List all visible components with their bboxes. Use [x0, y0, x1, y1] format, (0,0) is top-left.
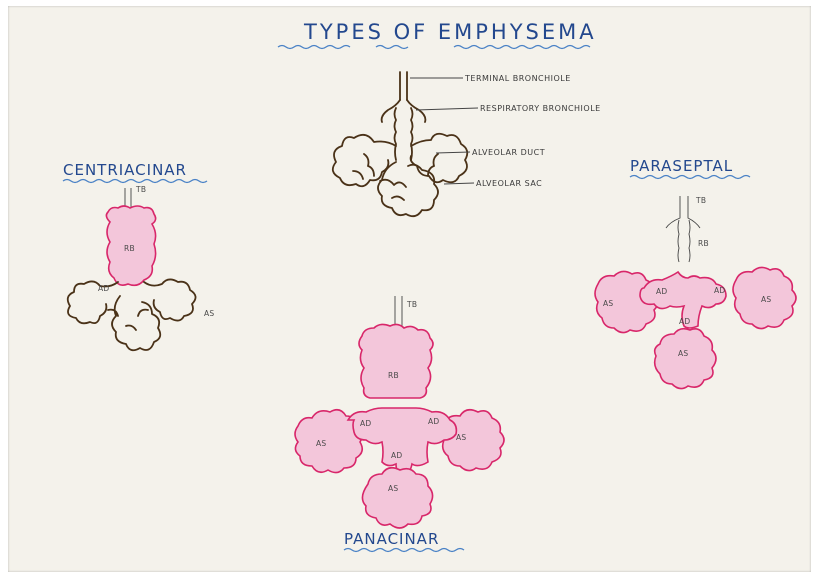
emphysema-diagram: TYPES OF EMPHYSEMA TERMINAL BRONCHIOLE R… [8, 6, 811, 572]
pointer-respiratory-bronchiole [416, 108, 478, 110]
normal-alveolar-duct-left [333, 135, 396, 186]
panacinar-tb-stalk [395, 296, 402, 328]
label-terminal-bronchiole: TERMINAL BRONCHIOLE [464, 74, 571, 83]
paraseptal-underline [630, 176, 750, 179]
paraseptal-diagram: PARASEPTAL TB RB AS AD AD AS AD AS [595, 157, 796, 389]
panacinar-tb-label: TB [406, 300, 417, 309]
panacinar-right-as [441, 410, 504, 471]
centriacinar-rb-label: RB [124, 244, 135, 253]
normal-respiratory-bronchiole [382, 100, 426, 160]
paraseptal-as-right-label: AS [761, 295, 772, 304]
paraseptal-tb-label: TB [695, 196, 706, 205]
label-alveolar-sac: ALVEOLAR SAC [476, 179, 542, 188]
paraseptal-ad-right-label: AD [714, 286, 726, 295]
panacinar-ad-left-label: AD [360, 419, 372, 428]
panacinar-ad-bottom-label: AD [391, 451, 403, 460]
centriacinar-as-label: AS [204, 309, 215, 318]
paraseptal-rb-label: RB [698, 239, 709, 248]
panacinar-as-right-label: AS [456, 433, 467, 442]
panacinar-rb-sac [359, 324, 433, 398]
normal-acinus: TERMINAL BRONCHIOLE RESPIRATORY BRONCHIO… [333, 72, 601, 216]
heading-paraseptal: PARASEPTAL [630, 157, 733, 175]
diagram-title: TYPES OF EMPHYSEMA [303, 20, 597, 44]
normal-alveolar-duct-right [411, 134, 468, 183]
panacinar-as-bottom-label: AS [388, 484, 399, 493]
centriacinar-ad-label: AD [98, 284, 110, 293]
pointer-alveolar-sac [444, 183, 474, 184]
centriacinar-diagram: CENTRIACINAR TB RB AD AS [63, 161, 215, 350]
centriacinar-tb-label: TB [135, 185, 146, 194]
centriacinar-underline [63, 180, 207, 183]
heading-centriacinar: CENTRIACINAR [63, 161, 187, 179]
paper-sheet: TYPES OF EMPHYSEMA TERMINAL BRONCHIOLE R… [8, 6, 811, 572]
centriacinar-ducts-sacs [68, 279, 196, 350]
panacinar-underline [344, 549, 464, 552]
paraseptal-bottom-as [655, 329, 716, 389]
label-alveolar-duct: ALVEOLAR DUCT [472, 148, 545, 157]
label-respiratory-bronchiole: RESPIRATORY BRONCHIOLE [480, 104, 601, 113]
panacinar-ad-centre [348, 408, 456, 474]
panacinar-bottom-as [362, 468, 432, 528]
panacinar-as-left-label: AS [316, 439, 327, 448]
panacinar-rb-label: RB [388, 371, 399, 380]
heading-panacinar: PANACINAR [344, 530, 439, 548]
normal-terminal-bronchiole [400, 72, 407, 100]
title-underline [278, 46, 590, 49]
panacinar-diagram: TB RB AS AD AD AS AD AS PANACINAR [295, 296, 504, 552]
pointer-alveolar-duct [436, 152, 470, 153]
paraseptal-as-bottom-label: AS [678, 349, 689, 358]
paraseptal-ad-left-label: AD [656, 287, 668, 296]
paraseptal-as-left-label: AS [603, 299, 614, 308]
panacinar-ad-right-label: AD [428, 417, 440, 426]
paraseptal-tb-rb-stalk [666, 196, 700, 262]
title-group: TYPES OF EMPHYSEMA [278, 20, 597, 49]
paraseptal-ad-bottom-label: AD [679, 317, 691, 326]
